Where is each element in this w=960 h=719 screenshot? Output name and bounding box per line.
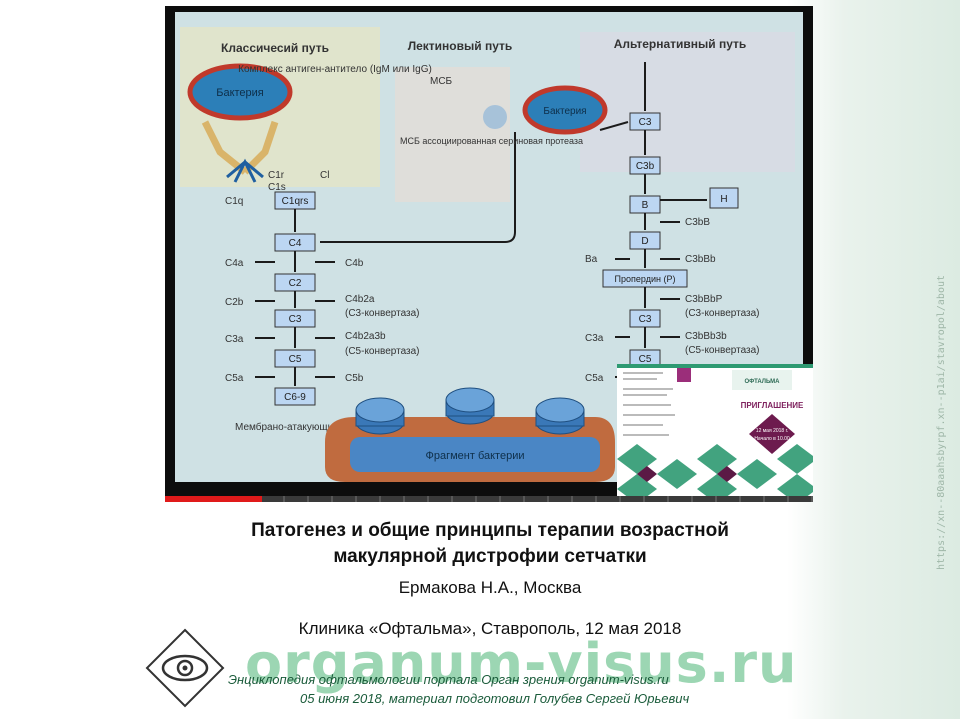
invitation-ad[interactable]: ОФТАЛЬМА ПРИГЛАШЕНИЕ 12 мая 2018 г. Нача… [617,364,813,502]
progress-chapter-marks [165,496,813,502]
c2b-label: C2b [225,297,244,308]
c1s-label: C1s [268,182,286,193]
alt-box-c3b-label: C3b [636,161,655,172]
classic-arrows [255,132,516,386]
col-lectin-title: Лектиновый путь [408,39,513,53]
ad-date: 12 мая 2018 г. [756,428,788,434]
box-c69 [274,387,316,406]
alt-box-prop-label: Пропердин (P) [615,274,676,284]
bacteria-fragment: Фрагмент бактерии [325,387,615,482]
box-c2-label: C2 [289,278,302,289]
box-c1qrs-label: C1qrs [282,196,309,207]
c3conv-label: (C3-конвертаза) [345,308,420,319]
alt-ba-label: Ba [585,254,598,265]
bacteria-classic: Бактерия [187,63,293,183]
msb-icon [483,105,507,129]
ad-brand: ОФТАЛЬМА [745,379,781,385]
c3a-label: C3a [225,334,244,345]
alt-box-d-label: D [641,236,648,247]
credit-line1: Энциклопедия офтальмологии портала Орган… [228,672,669,687]
alt-c5a-label: C5a [585,373,604,384]
ad-text-lines [623,372,675,436]
alt-arrows [599,62,707,378]
c5a-label: C5a [225,373,244,384]
ci-label: Cl [320,170,329,181]
col-alt-title: Альтернативный путь [614,37,747,51]
alt-c5conv-label: (C5-конвертаза) [685,345,760,356]
ad-pattern-dark [637,466,737,482]
ad-logo [732,370,792,390]
alt-box-c5-label: C5 [639,354,652,365]
site-watermark: organum-visus.ru [245,632,798,695]
alt-box-c3-label: C3 [639,117,652,128]
alt-c3bbb-label: C3bBb [685,254,716,265]
ad-title: ПРИГЛАШЕНИЕ [741,401,804,410]
complex-label: Комплекс антиген-антитело (IgM или IgG) [238,64,432,75]
ad-pattern [617,444,813,502]
alt-c3bb-label: C3bB [685,217,710,228]
video-progress-bar[interactable] [165,496,813,502]
ad-time: Начало в 10.00 [754,436,790,442]
msb-label: МСБ [430,76,453,87]
c4a-label: C4a [225,258,244,269]
msb-prot-label: МСБ ассоциированная сериновая протеаза [400,136,583,146]
author: Ермакова Н.А., Москва [398,578,582,597]
ad-qr-icon [677,368,691,382]
c4b2a3b-label: C4b2a3b [345,331,386,342]
col-classic-title: Классичесий путь [221,41,329,55]
alt-box-c3-2-label: C3 [639,314,652,325]
complement-pathway-slide: Классичесий путь Лектиновый путь Альтерн… [175,12,803,482]
venue: Клиника «Офтальма», Ставрополь, 12 мая 2… [298,619,682,638]
side-url[interactable]: https://xn--80aaahsbyrpf.xn--p1ai/stavro… [936,274,947,570]
c5b-label: C5b [345,373,364,384]
c4b2a-label: C4b2a [345,294,375,305]
c1r-label: C1r [268,170,285,181]
alt-c3a-label: C3a [585,333,604,344]
lectin-panel [395,67,510,202]
alt-panel [580,32,795,172]
alt-box-h-label: H [720,194,727,205]
ad-date-diamond [749,414,795,454]
c1q-label: C1q [225,196,243,207]
c5conv-label: (C5-конвертаза) [345,346,420,357]
alt-c3conv-label: (C3-конвертаза) [685,308,760,319]
video-player[interactable]: Классичесий путь Лектиновый путь Альтерн… [165,6,813,502]
c4b-label: C4b [345,258,364,269]
svg-text:Фрагмент бактерии: Фрагмент бактерии [426,450,525,462]
eye-logo-icon [145,628,225,708]
complex-label-text: Комплекс антиген-антитело (IgM или IgG) [238,64,432,75]
bacteria-alt: Бактерия [522,85,608,135]
credit-line2: 05 июня 2018, материал подготовил Голубе… [300,691,690,706]
alt-c3bbb3b-label: C3bBb3b [685,331,727,342]
svg-text:Бактерия: Бактерия [216,87,264,99]
box-c3-label: C3 [289,314,302,325]
alt-box-b-label: B [642,200,649,211]
box-c5-label: C5 [289,354,302,365]
box-c69-label: C6-9 [284,392,306,403]
talk-title: Патогенез и общие принципы терапии возра… [165,518,815,570]
alt-box-h [709,187,739,209]
svg-text:Бактерия: Бактерия [543,106,586,117]
box-c4-label: C4 [289,238,302,249]
alt-c3bbbp-label: C3bBbP [685,294,723,305]
talk-title-line2: макулярной дистрофии сетчатки [333,546,647,567]
progress-fill [165,496,263,502]
talk-title-line1: Патогенез и общие принципы терапии возра… [251,520,729,541]
